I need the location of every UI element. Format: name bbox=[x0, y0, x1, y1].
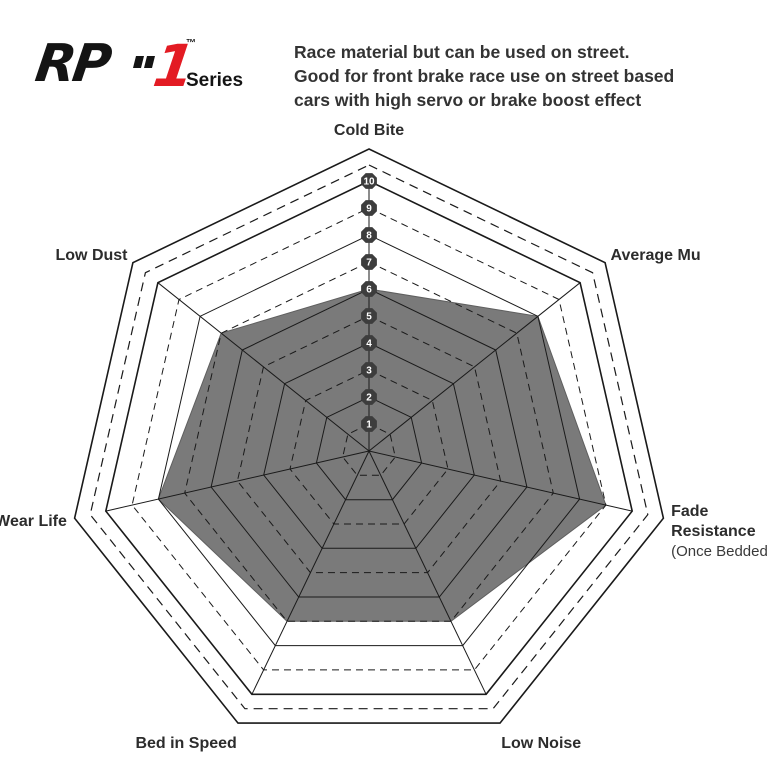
tick-badge-2: 2 bbox=[361, 389, 377, 405]
tick-badge-shape bbox=[361, 281, 377, 297]
tick-badge-shape bbox=[361, 227, 377, 243]
logo-trademark: ™ bbox=[186, 38, 196, 49]
tick-badge-shape bbox=[361, 173, 377, 189]
tick-badge-9: 9 bbox=[361, 200, 377, 216]
tick-badge-shape bbox=[361, 335, 377, 351]
axis-label-low-dust: Low Dust bbox=[56, 247, 129, 264]
axis-label-bed-in-speed: Bed in Speed bbox=[135, 735, 236, 752]
tick-label: 4 bbox=[366, 339, 372, 350]
axis-label-low-noise: Low Noise bbox=[501, 735, 581, 752]
axis-label-fade-note: (Once Bedded) bbox=[671, 543, 768, 560]
tick-label: 7 bbox=[366, 258, 372, 269]
description-line-2: Good for front brake race use on street … bbox=[294, 66, 675, 86]
tick-badge-shape bbox=[361, 200, 377, 216]
radar-grid-ring-8 bbox=[157, 234, 581, 647]
tick-label: 1 bbox=[366, 420, 372, 431]
tick-label: 6 bbox=[366, 285, 372, 296]
logo-bars-icon bbox=[133, 56, 155, 68]
tick-label: 2 bbox=[366, 393, 372, 404]
description-line-3: cars with high servo or brake boost effe… bbox=[294, 90, 642, 110]
radar-grid-ring-4 bbox=[263, 342, 475, 549]
tick-badge-shape bbox=[361, 254, 377, 270]
tick-label: 8 bbox=[366, 231, 372, 242]
radar-frame-outer bbox=[73, 148, 665, 724]
tick-badge-shape bbox=[361, 308, 377, 324]
radar-grid-ring-3 bbox=[289, 369, 449, 525]
radar-spoke-3 bbox=[368, 450, 487, 695]
tick-label: 9 bbox=[366, 204, 372, 215]
radar-spoke-2 bbox=[368, 450, 633, 512]
tick-badge-8: 8 bbox=[361, 227, 377, 243]
radar-grid-ring-6 bbox=[210, 288, 528, 598]
tick-label: 3 bbox=[366, 366, 372, 377]
logo-series-label: Series bbox=[186, 70, 244, 91]
axis-label-fade-label2: Resistance bbox=[671, 523, 756, 540]
radar-spoke-4 bbox=[251, 450, 370, 695]
radar-frame-inner bbox=[104, 180, 634, 696]
radar-series-area bbox=[157, 288, 607, 622]
radar-grid-ring-1 bbox=[342, 423, 396, 476]
tick-badge-shape bbox=[361, 362, 377, 378]
radar-spoke-6 bbox=[157, 282, 370, 452]
axis-label-average-mu: Average Mu bbox=[611, 247, 701, 264]
description-line-1: Race material but can be used on street. bbox=[294, 42, 630, 62]
tick-badge-5: 5 bbox=[361, 308, 377, 324]
radar-frame-dashed bbox=[89, 164, 649, 710]
tick-badge-10: 10 bbox=[361, 173, 377, 189]
axis-label-fade: Fade bbox=[671, 503, 708, 520]
tick-badge-shape bbox=[361, 389, 377, 405]
tick-label: 5 bbox=[366, 312, 372, 323]
tick-badge-4: 4 bbox=[361, 335, 377, 351]
tick-label: 10 bbox=[363, 177, 375, 188]
tick-badge-7: 7 bbox=[361, 254, 377, 270]
axis-label-cold-bite: Cold Bite bbox=[334, 122, 404, 139]
rp1-series-logo: RP 1 ™ Series bbox=[32, 32, 266, 102]
radar-spoke-1 bbox=[368, 282, 581, 452]
tick-badge-shape bbox=[361, 416, 377, 432]
tick-badge-3: 3 bbox=[361, 362, 377, 378]
tick-badge-6: 6 bbox=[361, 281, 377, 297]
radar-grid-ring-5 bbox=[236, 315, 502, 574]
radar-grid-ring-2 bbox=[315, 396, 423, 501]
tick-badge-1: 1 bbox=[361, 416, 377, 432]
axis-label-wear-life: Wear Life bbox=[0, 513, 67, 530]
radar-spoke-5 bbox=[105, 450, 370, 512]
radar-grid-ring-9 bbox=[131, 207, 607, 671]
product-description: Race material but can be used on street.… bbox=[294, 40, 734, 112]
